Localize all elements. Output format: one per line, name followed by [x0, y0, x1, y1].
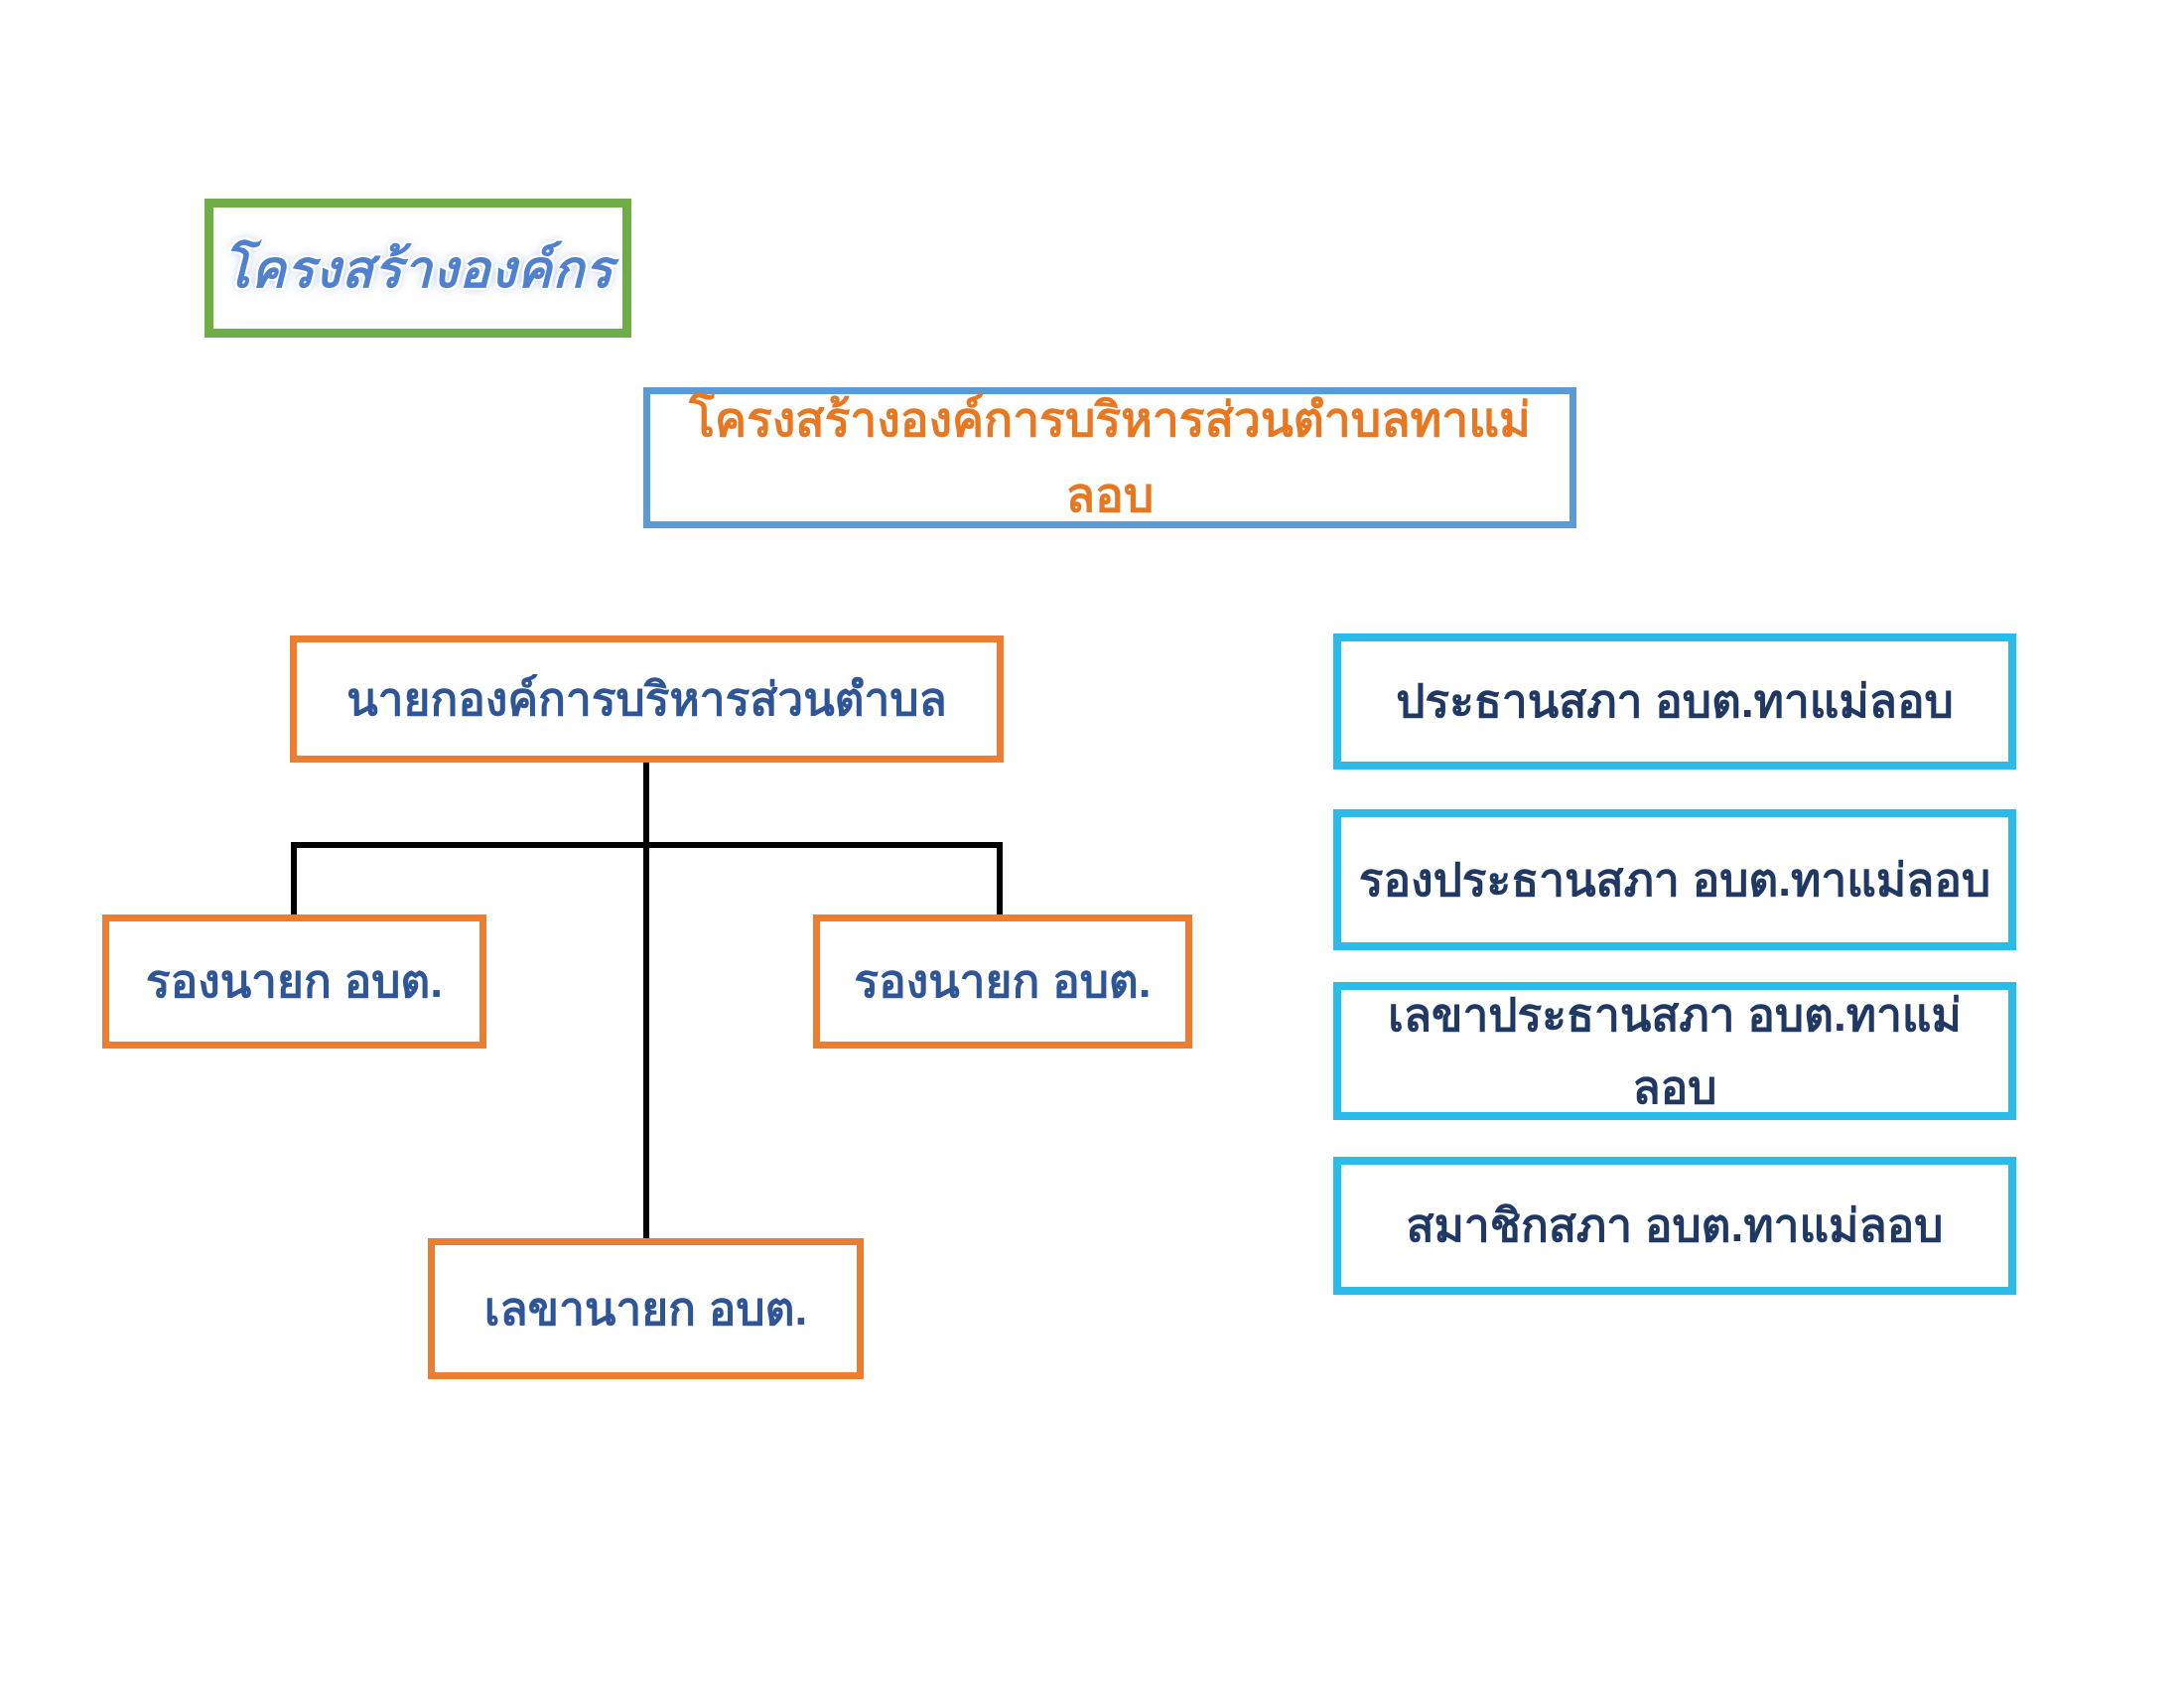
- council-box-secretary: เลขาประธานสภา อบต.ทาแม่ลอบ: [1333, 982, 2016, 1120]
- council-box-chairman: ประธานสภา อบต.ทาแม่ลอบ: [1333, 633, 2016, 770]
- node-chief-executive: นายกองค์การบริหารส่วนตำบล: [290, 635, 1004, 763]
- chart-title-box: โครงสร้างองค์การบริหารส่วนตำบลทาแม่ลอบ: [643, 387, 1576, 528]
- node-chief-executive-label: นายกองค์การบริหารส่วนตำบล: [346, 672, 947, 725]
- node-deputy-right-label: รองนายก อบต.: [854, 955, 1152, 1007]
- council-box-members-label: สมาชิกสภา อบต.ทาแม่ลอบ: [1406, 1199, 1944, 1251]
- connector-horizontal: [291, 842, 1003, 848]
- org-structure-badge: โครงสร้างองค์กร: [205, 199, 631, 338]
- council-box-chairman-label: ประธานสภา อบต.ทาแม่ลอบ: [1396, 675, 1954, 727]
- council-box-secretary-label: เลขาประธานสภา อบต.ทาแม่ลอบ: [1388, 988, 1962, 1113]
- connector-left-vertical: [291, 842, 297, 916]
- connector-root-vertical: [643, 763, 649, 1240]
- council-box-vice-chairman: รองประธานสภา อบต.ทาแม่ลอบ: [1333, 809, 2016, 950]
- node-deputy-left-label: รองนายก อบต.: [145, 955, 444, 1007]
- org-structure-badge-label: โครงสร้างองค์กร: [221, 240, 614, 299]
- node-secretary-label: เลขานายก อบต.: [483, 1282, 808, 1335]
- node-deputy-right: รองนายก อบต.: [813, 914, 1192, 1049]
- connector-right-vertical: [997, 842, 1003, 916]
- chart-title-label: โครงสร้างองค์การบริหารส่วนตำบลทาแม่ลอบ: [689, 394, 1531, 522]
- council-box-vice-chairman-label: รองประธานสภา อบต.ทาแม่ลอบ: [1358, 853, 1991, 906]
- node-secretary: เลขานายก อบต.: [428, 1238, 864, 1379]
- council-box-members: สมาชิกสภา อบต.ทาแม่ลอบ: [1333, 1157, 2016, 1295]
- node-deputy-left: รองนายก อบต.: [102, 914, 486, 1049]
